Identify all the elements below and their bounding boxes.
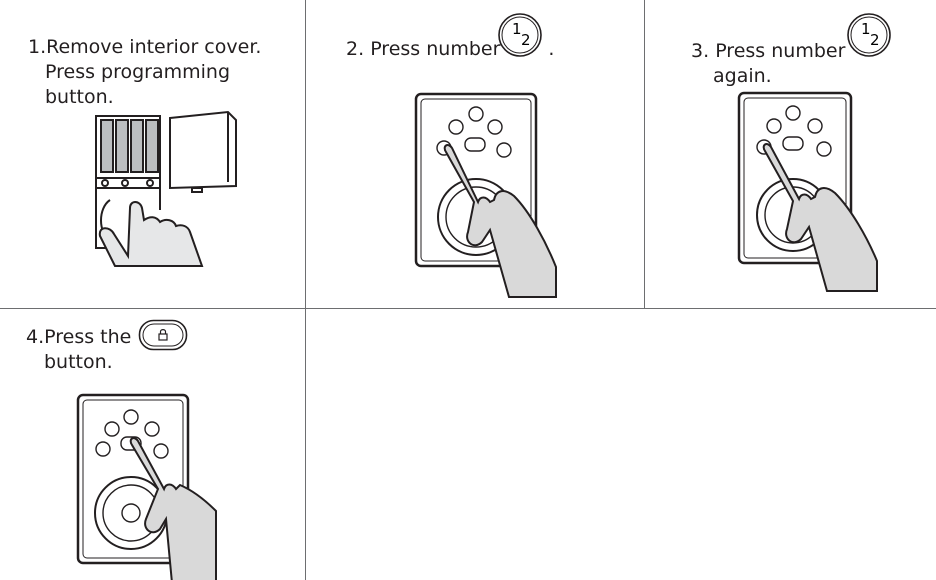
step-4-number: 4.: [26, 326, 45, 348]
step-1-number: 1.: [28, 36, 47, 58]
step-1-line-3: button.: [45, 86, 114, 108]
step-4-line-1: Press the: [44, 326, 132, 348]
step-3-line-1: Press number: [715, 40, 846, 62]
key-12-digit-a: 1: [512, 20, 522, 38]
key-12-digit-b: 2: [521, 31, 531, 49]
hand-icon: [443, 144, 557, 298]
step-2-number: 2.: [346, 38, 365, 60]
step-2-period: .: [548, 38, 555, 60]
grid-horizontal: [0, 308, 936, 309]
grid-vertical-1: [305, 0, 306, 580]
key-12-icon: 1 2: [847, 13, 891, 57]
step-2-text: 2. Press number.: [346, 37, 554, 62]
hand-icon: [129, 437, 217, 580]
step-2-line-1: Press number: [370, 38, 501, 60]
grid-vertical-2: [644, 0, 645, 308]
key-12-digit-a: 1: [861, 20, 871, 38]
step-3-text: 3. Press number again.: [691, 39, 845, 89]
step-4-text: 4.Press the button.: [26, 325, 131, 375]
lock-button-icon: [138, 319, 188, 351]
step-2-lock-illustration: [414, 92, 557, 298]
step-1-line-2: Press programming: [45, 61, 231, 83]
key-12-icon: 1 2: [498, 13, 542, 57]
step-3-number: 3.: [691, 40, 710, 62]
hand-icon: [762, 143, 878, 292]
step-3-line-2: again.: [713, 65, 772, 87]
step-4-line-2: button.: [44, 351, 113, 373]
step-1-illustration: [95, 110, 237, 267]
step-1-text: 1.Remove interior cover. Press programmi…: [28, 35, 261, 110]
key-12-digit-b: 2: [870, 31, 880, 49]
hand-icon: [98, 201, 204, 267]
step-1-line-1: Remove interior cover.: [46, 36, 262, 58]
step-4-lock-illustration: [76, 393, 217, 580]
step-3-lock-illustration: [737, 91, 878, 292]
